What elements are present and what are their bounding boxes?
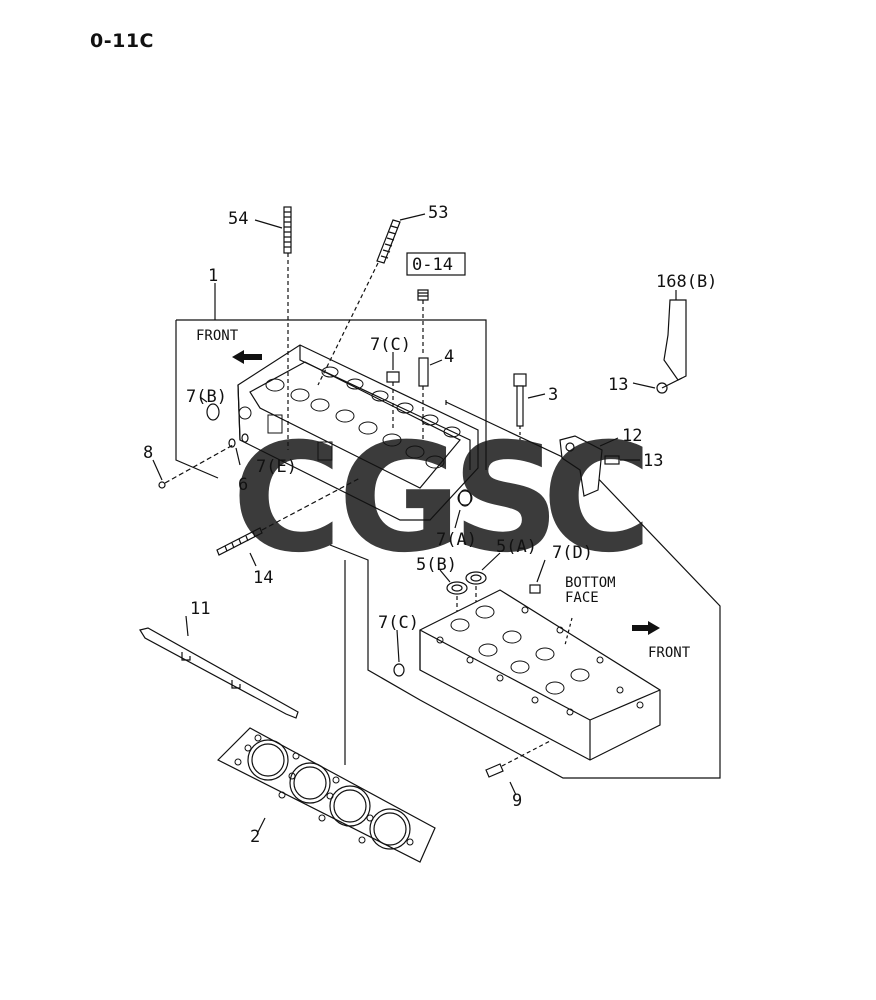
callout-1: 1 bbox=[208, 266, 218, 286]
callout-11: 11 bbox=[190, 599, 210, 619]
watermark-letter: C bbox=[232, 412, 342, 586]
front-arrow-bottom bbox=[632, 621, 660, 635]
assembly-bracket bbox=[175, 319, 487, 479]
note-front-top: FRONT bbox=[196, 328, 239, 344]
bolt-3 bbox=[513, 373, 546, 440]
cylinder-head-lower bbox=[419, 589, 661, 761]
callout-5a: 5(A) bbox=[496, 537, 537, 557]
note-front-bottom: FRONT bbox=[648, 645, 691, 661]
stud-54 bbox=[254, 206, 292, 450]
callout-9: 9 bbox=[512, 791, 522, 811]
callout-13-right: 13 bbox=[643, 451, 663, 471]
callout-7c-bottom: 7(C) bbox=[378, 613, 419, 633]
callout-168b: 168(B) bbox=[656, 272, 717, 292]
note-bottom-face-1: BOTTOM bbox=[565, 575, 616, 591]
cylinder-head-upper bbox=[237, 344, 479, 521]
stud-14 bbox=[216, 477, 361, 567]
callout-8: 8 bbox=[143, 443, 153, 463]
callout-7b: 7(B) bbox=[186, 387, 227, 407]
callout-7e: 7(E) bbox=[256, 457, 297, 477]
pin-4 bbox=[418, 357, 429, 387]
callout-13-left: 13 bbox=[608, 375, 628, 395]
note-bottom-face-2: FACE bbox=[565, 590, 599, 606]
callout-7c-top: 7(C) bbox=[370, 335, 411, 355]
stud-9 bbox=[485, 763, 504, 778]
gasket-11 bbox=[139, 627, 299, 719]
callout-2: 2 bbox=[250, 827, 260, 847]
head-gasket-2 bbox=[216, 727, 436, 863]
ref-box bbox=[406, 252, 466, 276]
callout-3: 3 bbox=[548, 385, 558, 405]
callout-14: 14 bbox=[253, 568, 273, 588]
page-id: 0-11C bbox=[90, 30, 154, 52]
stud-53 bbox=[317, 213, 426, 386]
watermark-letter: G bbox=[338, 412, 461, 586]
seal-5b bbox=[446, 581, 468, 595]
watermark-letter: C bbox=[542, 412, 652, 586]
callout-7a: 7(A) bbox=[436, 530, 477, 550]
callout-5b: 5(B) bbox=[416, 555, 457, 575]
callout-54: 54 bbox=[228, 209, 248, 229]
seal-5a bbox=[465, 571, 487, 585]
front-arrow-top bbox=[232, 350, 262, 364]
bracket-168b bbox=[663, 299, 687, 381]
callout-7d: 7(D) bbox=[552, 543, 593, 563]
callout-labels: 54 53 0-14 1 168(B) FRONT 7(C) 4 13 3 7(… bbox=[143, 203, 717, 847]
callout-4: 4 bbox=[444, 347, 454, 367]
ref-box-label: 0-14 bbox=[412, 255, 453, 275]
callout-6: 6 bbox=[238, 475, 248, 495]
callout-53: 53 bbox=[428, 203, 448, 223]
watermark-letter: S bbox=[452, 412, 560, 586]
callout-12: 12 bbox=[622, 426, 642, 446]
